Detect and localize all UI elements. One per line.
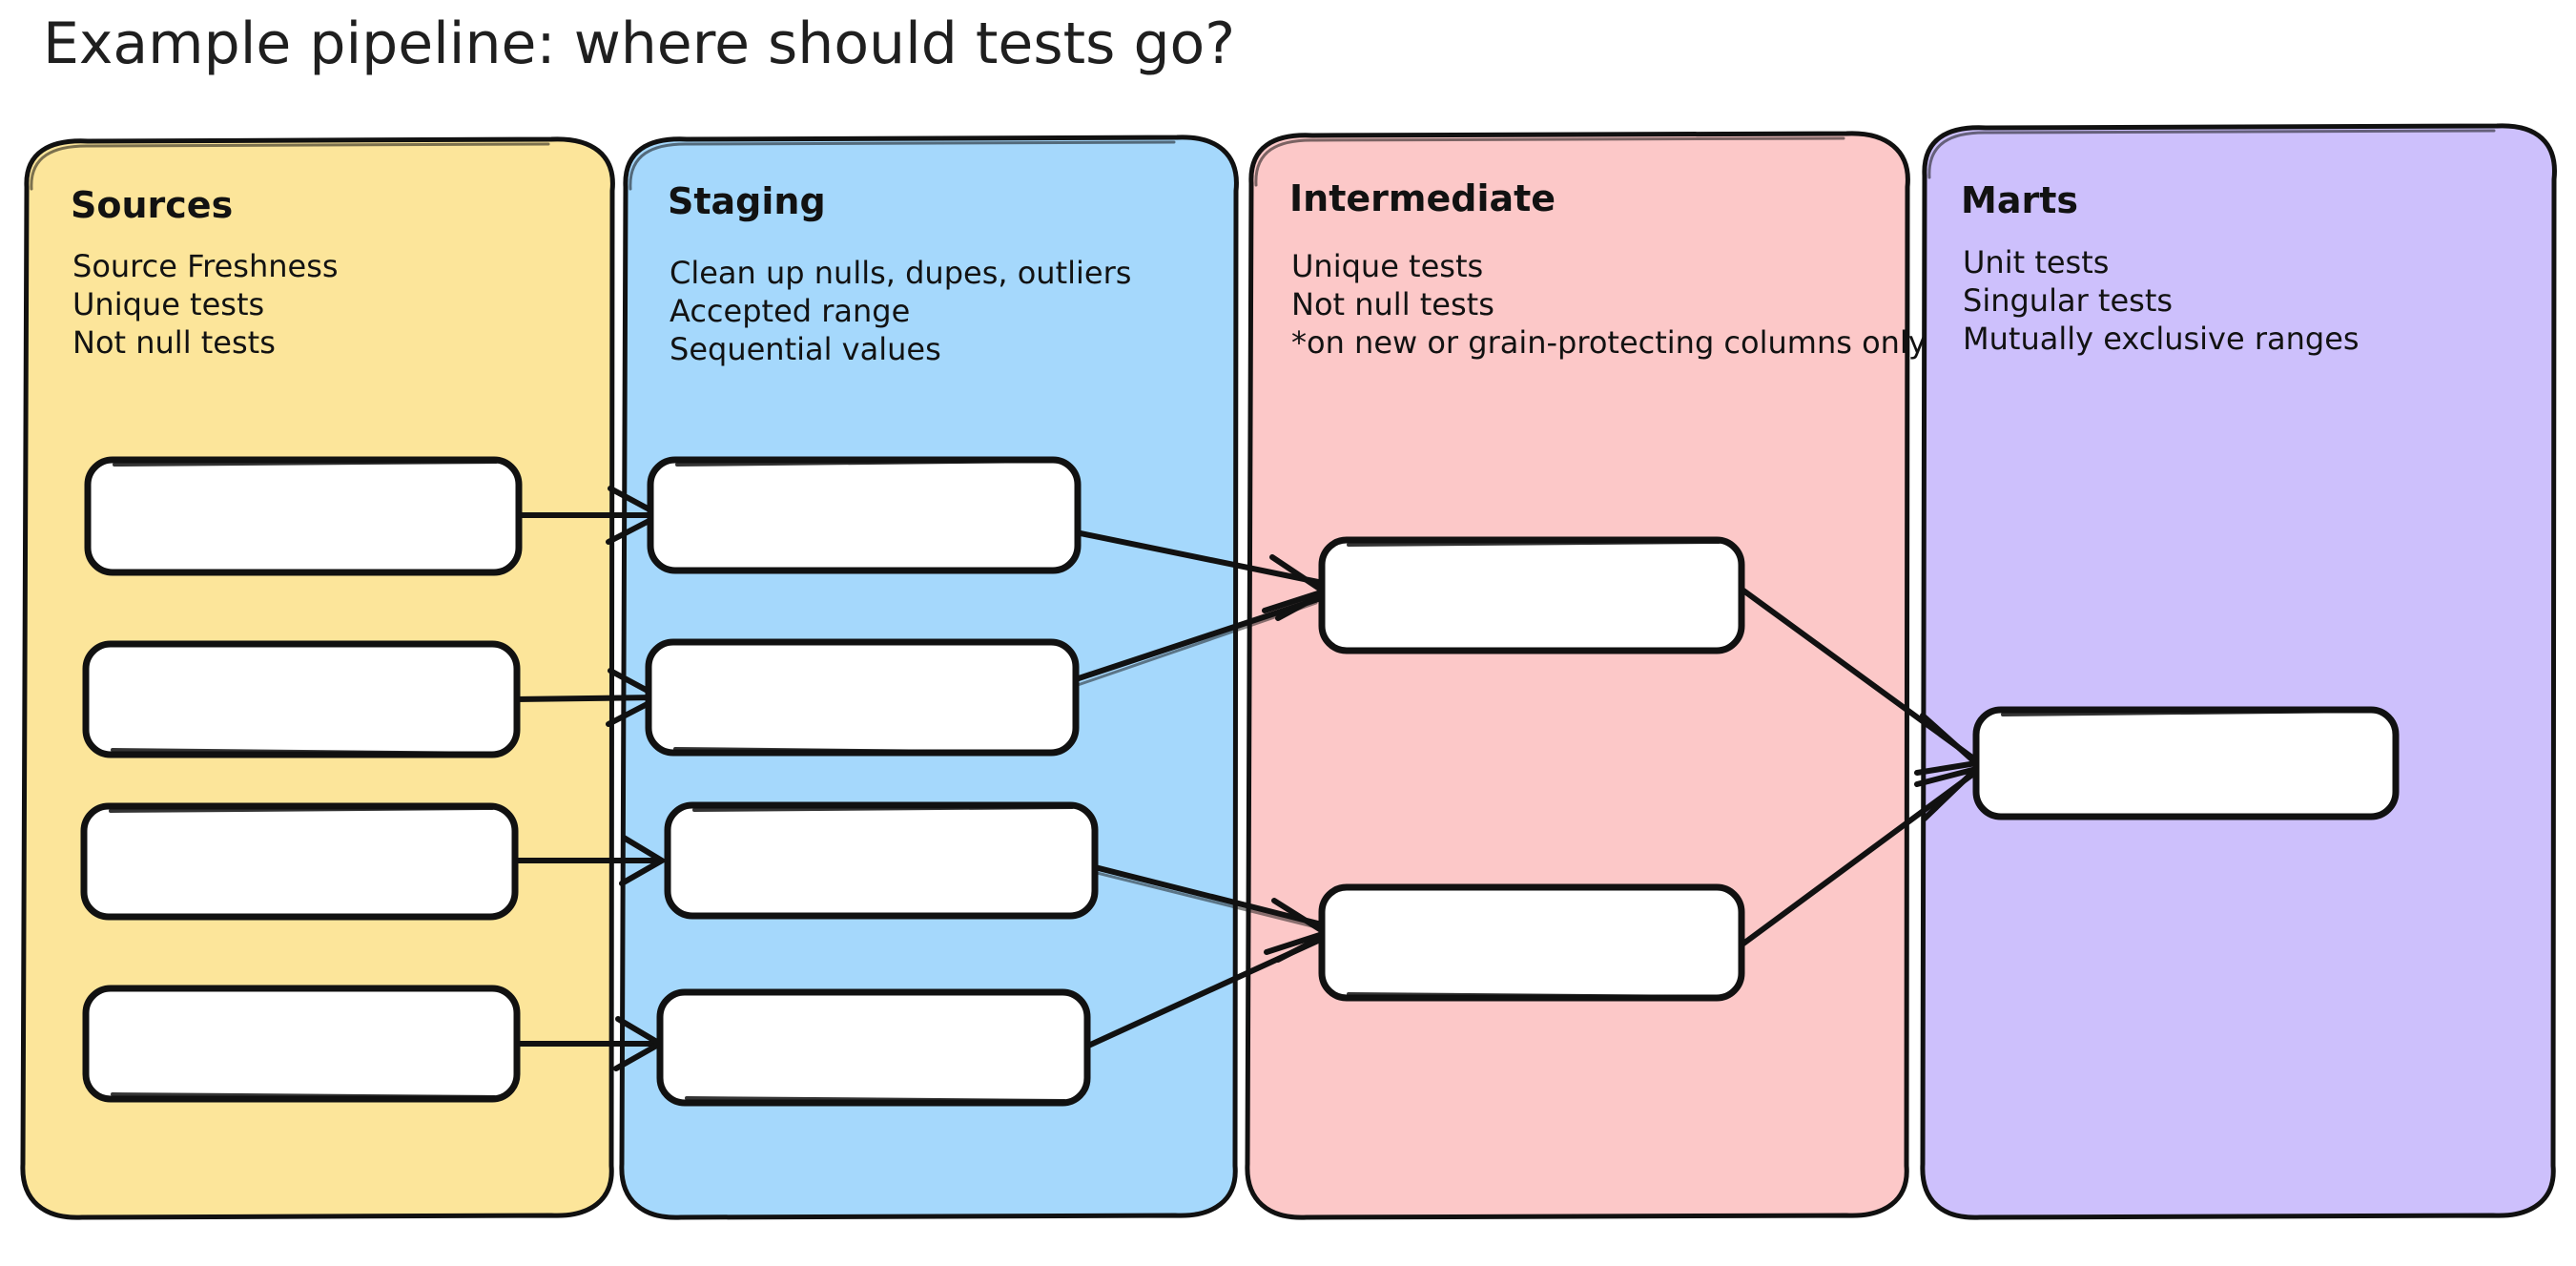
- lane-intermediate: Intermediate Unique tests Not null tests…: [1245, 131, 1927, 1220]
- nodes-marts: [1972, 706, 2400, 820]
- page-title: Example pipeline: where should tests go?: [43, 10, 1235, 77]
- lane-sources-line-2: Unique tests: [72, 286, 264, 322]
- intermediate-node-1-sketch: [1347, 540, 1721, 547]
- staging-node-2[interactable]: [645, 638, 1080, 757]
- edge-staging-3-to-intermediate-2-sketch: [1076, 866, 1318, 929]
- lane-staging-line-1: Clean up nulls, dupes, outliers: [670, 255, 1131, 291]
- nodes-staging: [645, 456, 1099, 1107]
- lane-intermediate-line-2: Not null tests: [1291, 286, 1494, 322]
- lane-staging-sketch-overlay: [629, 140, 1176, 191]
- sources-node-1-sketch: [113, 460, 498, 467]
- staging-node-4[interactable]: [656, 988, 1091, 1107]
- sources-node-2[interactable]: [82, 640, 521, 758]
- edge-staging-1-to-intermediate-1: [1073, 529, 1321, 585]
- arrowhead-staging-3-a: [619, 835, 668, 886]
- staging-node-3[interactable]: [664, 801, 1099, 920]
- intermediate-node-1[interactable]: [1318, 536, 1745, 654]
- nodes-intermediate: [1318, 536, 1745, 1002]
- intermediate-node-2[interactable]: [1318, 883, 1745, 1002]
- lane-intermediate-line-1: Unique tests: [1291, 248, 1483, 284]
- staging-node-4-sketch: [685, 1096, 1066, 1103]
- nodes-sources: [80, 456, 523, 1103]
- sources-node-3-sketch: [109, 806, 494, 813]
- lane-marts-line-1: Unit tests: [1963, 244, 2109, 280]
- sources-node-4[interactable]: [82, 985, 521, 1103]
- lane-intermediate-line-3: *on new or grain-protecting columns only: [1291, 324, 1927, 361]
- staging-node-2-sketch: [673, 747, 1055, 755]
- lane-marts-background: [1920, 123, 2557, 1220]
- lane-sources-line-3: Not null tests: [72, 324, 276, 361]
- edge-intermediate-1-to-marts-1: [1737, 585, 1975, 760]
- staging-node-1[interactable]: [647, 456, 1082, 574]
- lane-sources-line-1: Source Freshness: [72, 248, 339, 284]
- sources-node-2-sketch: [111, 748, 496, 756]
- lane-staging-line-3: Sequential values: [670, 331, 941, 367]
- edge-intermediate-2-to-marts-1: [1737, 772, 1975, 949]
- sources-node-4-sketch: [111, 1092, 496, 1099]
- edge-staging-3-to-intermediate-2: [1073, 860, 1321, 926]
- lane-sources-sketch-overlay: [30, 142, 550, 191]
- intermediate-node-2-sketch: [1347, 992, 1721, 999]
- arrowhead-intermediate-2-b: [1275, 932, 1329, 963]
- lane-marts-sketch-overlay: [1927, 129, 2496, 179]
- lane-marts: Marts Unit tests Singular tests Mutually…: [1920, 123, 2557, 1220]
- sources-node-1[interactable]: [84, 456, 523, 576]
- sources-node-3[interactable]: [80, 802, 519, 921]
- lane-intermediate-heading: Intermediate: [1289, 177, 1556, 219]
- staging-node-3-sketch: [692, 805, 1074, 812]
- lane-sources-heading: Sources: [71, 184, 233, 226]
- lane-marts-line-2: Singular tests: [1963, 282, 2173, 319]
- marts-node-1[interactable]: [1972, 706, 2400, 820]
- lane-staging-line-2: Accepted range: [670, 293, 910, 329]
- edge-staging-2-to-intermediate-1: [1073, 596, 1321, 682]
- edges-sources-to-staging: [512, 486, 668, 1071]
- lane-marts-line-3: Mutually exclusive ranges: [1963, 321, 2360, 357]
- edge-sources-2-to-staging-2: [512, 695, 659, 702]
- lane-staging-heading: Staging: [668, 180, 826, 222]
- staging-node-1-sketch: [675, 459, 1057, 467]
- edges-staging-to-intermediate: [1073, 529, 1333, 1054]
- lane-intermediate-sketch-overlay: [1254, 136, 1845, 187]
- marts-node-1-sketch: [2001, 709, 2373, 716]
- lane-marts-heading: Marts: [1961, 179, 2078, 221]
- arrowhead-intermediate-1-b: [1275, 591, 1327, 621]
